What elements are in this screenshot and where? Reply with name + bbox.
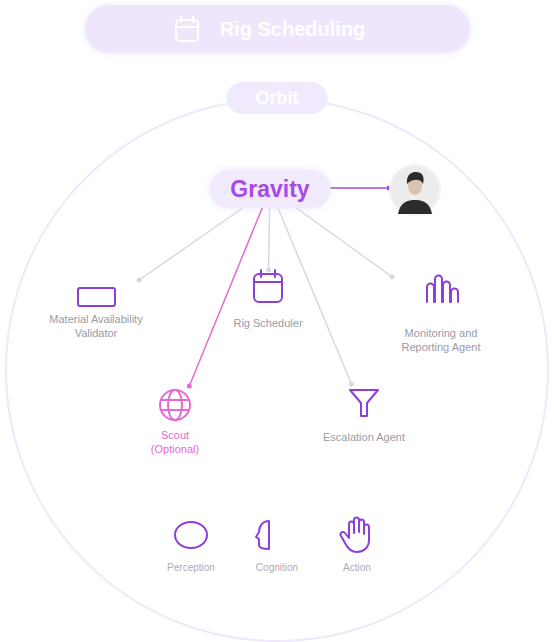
connector-dot <box>137 278 142 283</box>
funnel-icon <box>350 390 378 416</box>
capability-label: Action <box>343 562 371 573</box>
connector-line <box>269 208 270 270</box>
bar-chart-icon <box>427 276 458 303</box>
agent-node: Escalation Agent <box>312 384 416 444</box>
capability-label: Perception <box>167 562 215 573</box>
calendar-body <box>254 274 282 302</box>
connector-line <box>278 208 352 384</box>
connector-dot <box>390 274 395 279</box>
connector-line <box>296 208 392 277</box>
cognition-icon <box>256 521 269 549</box>
avatar-hair <box>407 172 424 184</box>
orbit-circle: OrbitGravityMaterial Availability Valida… <box>5 98 549 642</box>
calendar-tick <box>180 16 182 22</box>
avatar <box>390 165 440 215</box>
node-label: Scout (Optional) <box>145 428 205 456</box>
avatar-body <box>398 200 432 214</box>
calendar-line <box>254 281 282 283</box>
title-pill: Rig Scheduling <box>85 5 470 53</box>
globe-icon <box>160 390 190 420</box>
globe-outline <box>160 390 190 420</box>
node-label: Rig Scheduler <box>233 316 302 330</box>
calendar-tick <box>274 270 276 277</box>
human-link <box>331 187 388 189</box>
orchestrator-pill: Gravity <box>210 170 330 208</box>
calendar-line <box>176 26 198 28</box>
calendar-icon <box>254 270 282 302</box>
perception-icon <box>175 522 207 548</box>
connector-dot <box>187 384 192 389</box>
group-heading: Orbit <box>227 82 328 114</box>
globe-parallel <box>161 399 189 401</box>
rectangle-icon <box>78 288 115 306</box>
avatar-circle <box>390 165 440 215</box>
calendar-tick <box>260 270 262 277</box>
globe-meridian <box>168 390 182 420</box>
connector-dot <box>349 382 354 387</box>
connector-line <box>189 208 262 386</box>
capability-label: Cognition <box>256 562 298 573</box>
node-label: Rig Scheduling <box>220 18 366 41</box>
node-label: Monitoring and Reporting Agent <box>401 326 481 354</box>
node-label: Gravity <box>230 176 309 203</box>
action-icon <box>341 518 369 553</box>
node-label: Material Availability Validator <box>38 312 154 340</box>
calendar-tick <box>192 16 194 22</box>
agent-node: Rig Scheduler <box>220 270 316 330</box>
connector-dot <box>266 268 271 273</box>
node-label: Escalation Agent <box>323 430 405 444</box>
globe-parallel <box>161 409 189 411</box>
connector-line <box>139 208 243 280</box>
